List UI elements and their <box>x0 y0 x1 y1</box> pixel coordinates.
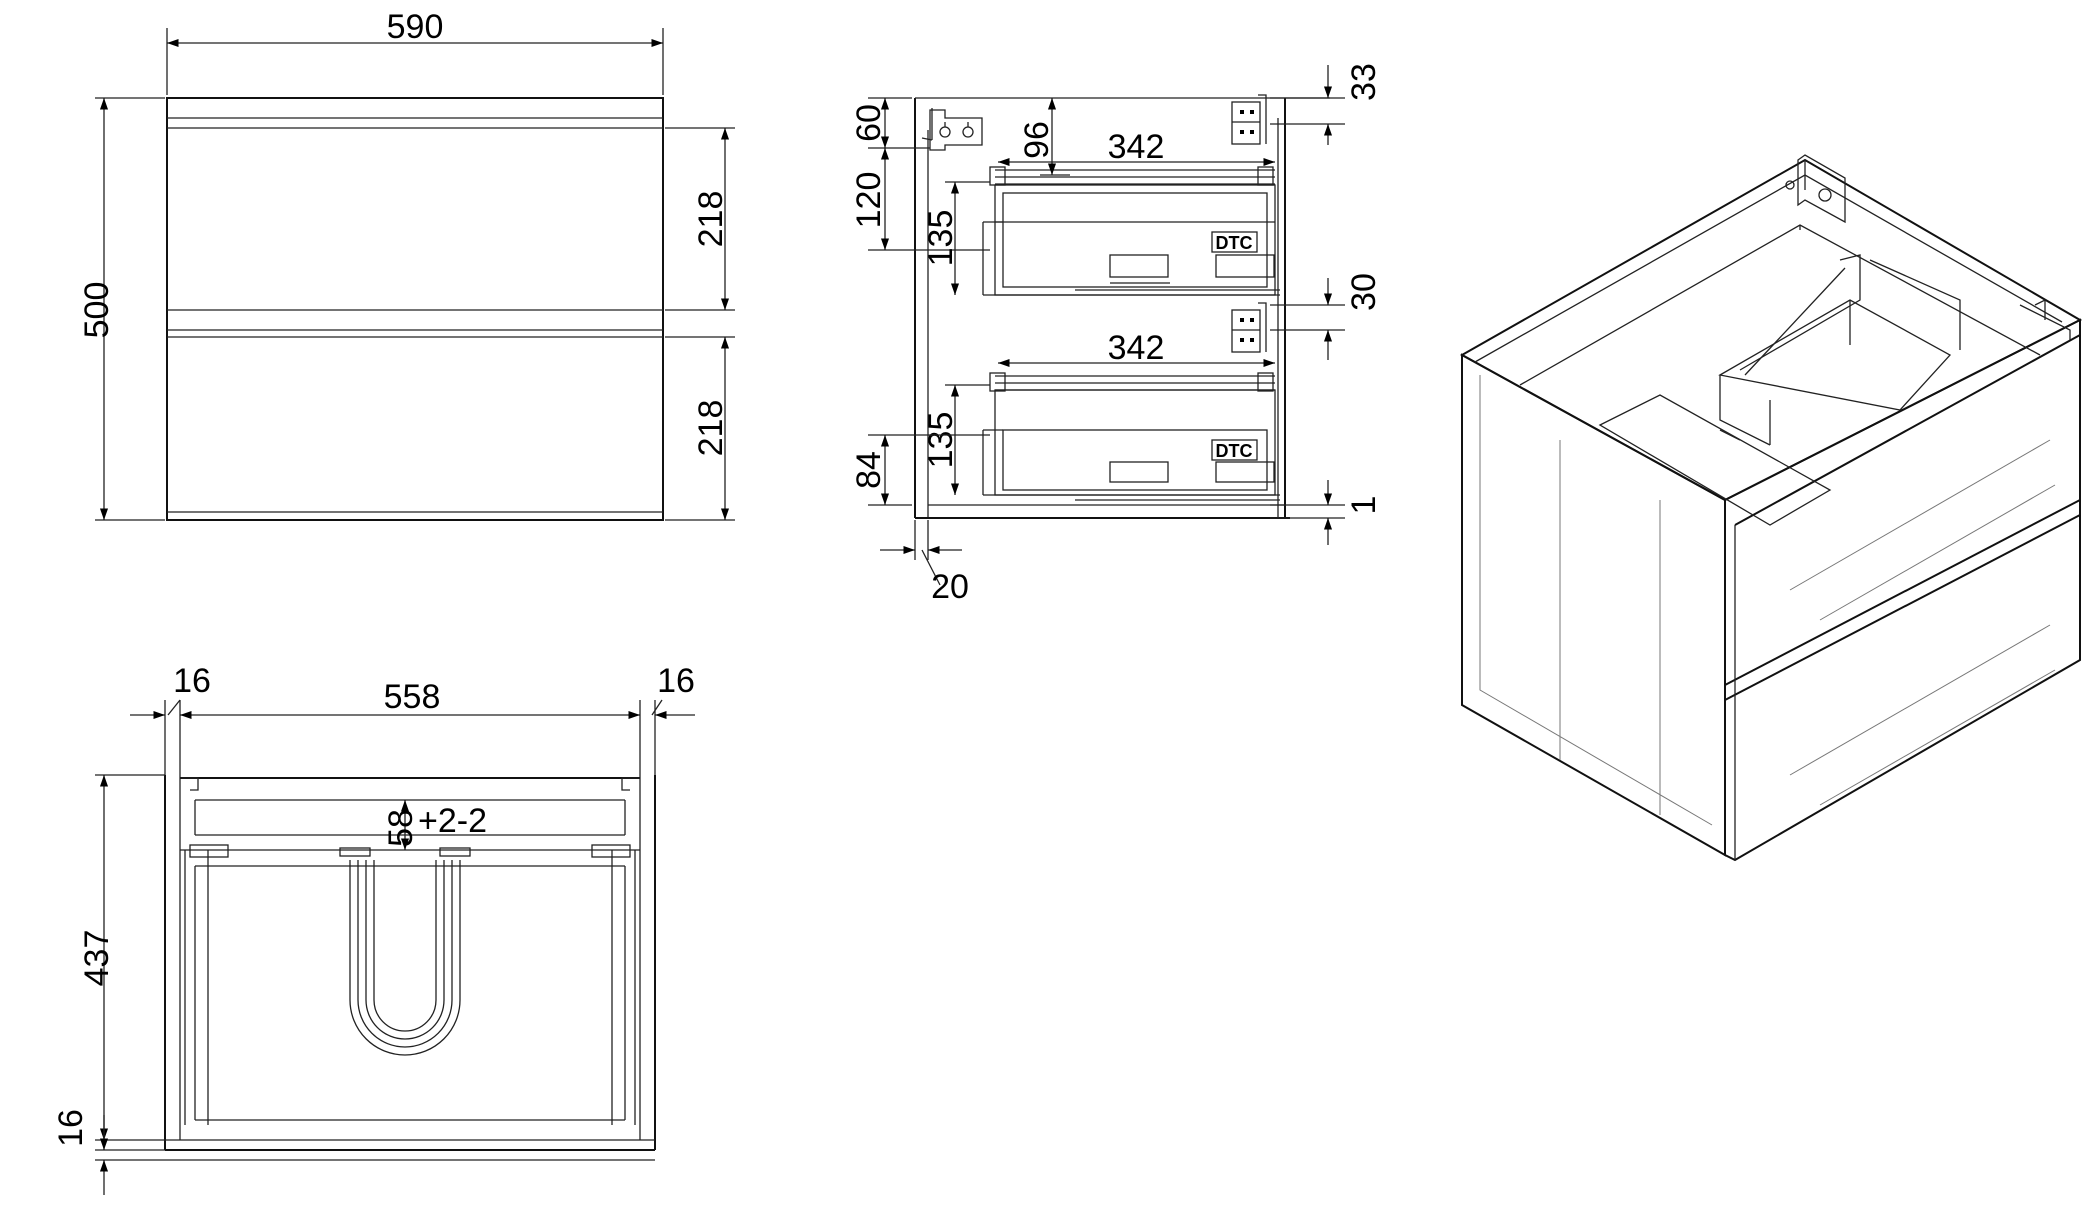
lower-drawer-side: DTC <box>982 372 1280 501</box>
side-view-dimensions: 60 120 96 342 135 33 <box>850 63 1383 606</box>
middle-gap-label: 30 <box>1345 273 1383 311</box>
front-view: 590 500 218 218 <box>78 8 735 521</box>
front-width-label: 590 <box>387 8 444 46</box>
drawer-bottom-label: 218 <box>692 400 730 457</box>
front-height-dimension: 500 <box>78 97 165 521</box>
upper-runner-logo: DTC <box>1216 233 1253 253</box>
isometric-view <box>1459 154 2083 862</box>
lower-drawer-label: 135 <box>922 412 960 469</box>
depth-label: 437 <box>78 930 116 987</box>
top-gap-label: 60 <box>850 104 888 142</box>
lower-runner-logo: DTC <box>1216 441 1253 461</box>
wall-bracket <box>921 108 983 151</box>
upper-rail-label: 342 <box>1108 128 1165 166</box>
front-width-dimension: 590 <box>166 8 664 95</box>
corner-bracket-top <box>1231 94 1267 145</box>
corner-bracket-middle <box>1231 302 1267 353</box>
side-view: DTC DTC <box>850 63 1383 606</box>
drawer-top-dimension: 218 <box>665 127 735 311</box>
drawer-bottom-dimension: 218 <box>665 336 735 521</box>
cutout-tolerance-label: +2-2 <box>418 802 487 840</box>
front-height-label: 500 <box>78 282 116 339</box>
top-bracket-label: 33 <box>1345 63 1383 101</box>
u-cutout <box>349 860 461 1056</box>
cutout-label: 58 <box>382 809 420 847</box>
upper-drawer-side: DTC <box>982 166 1280 296</box>
top-view-dimensions: 558 16 16 437 16 58 +2-2 <box>52 662 695 1195</box>
back-panel-label: 20 <box>931 568 969 606</box>
upper-offset-label: 96 <box>1018 121 1056 159</box>
top-view: 558 16 16 437 16 58 +2-2 <box>52 662 695 1195</box>
lower-rail-label: 342 <box>1108 329 1165 367</box>
inner-width-label: 558 <box>384 678 441 716</box>
drawer-top-label: 218 <box>692 191 730 248</box>
bottom-gap-label: 1 <box>1345 496 1383 515</box>
lower-height-label: 84 <box>850 451 888 489</box>
right-side-label: 16 <box>657 662 695 700</box>
upper-drawer-label: 135 <box>922 210 960 267</box>
bottom-panel-label: 16 <box>52 1109 90 1147</box>
left-side-label: 16 <box>173 662 211 700</box>
upper-depth-label: 120 <box>850 172 888 229</box>
